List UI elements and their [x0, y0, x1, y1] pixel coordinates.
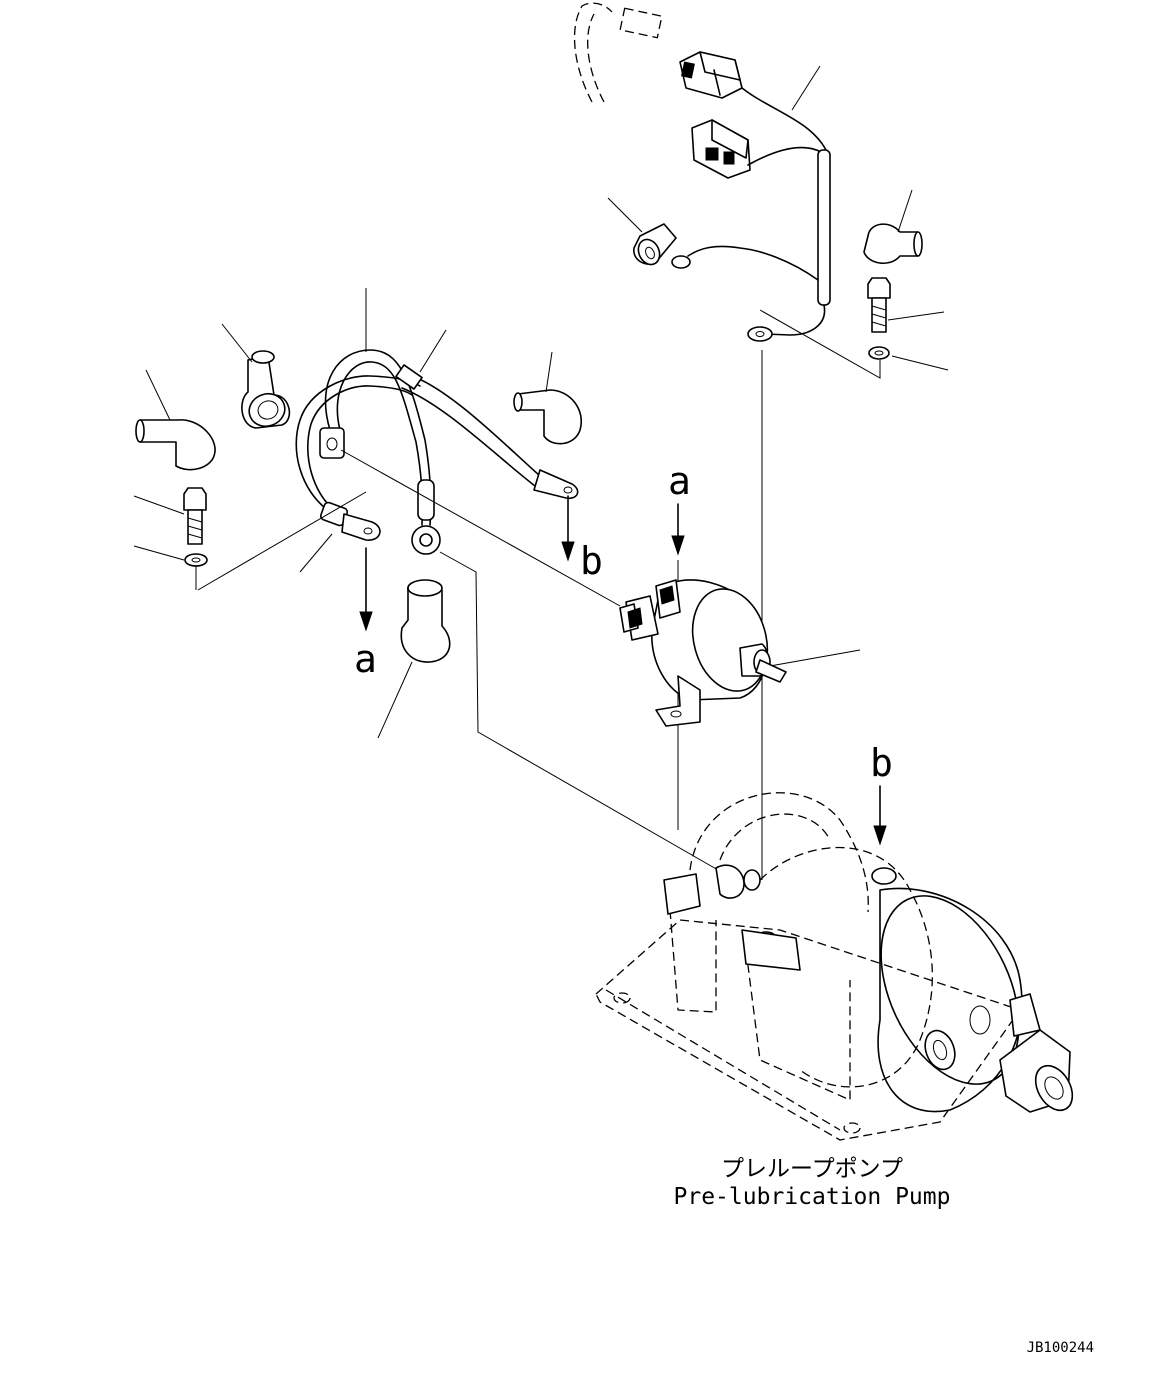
pre-lubrication-pump	[595, 792, 1074, 1141]
view-arrow-a-source: a	[354, 547, 377, 681]
view-arrow-b-source: b	[561, 495, 603, 583]
view-arrow-a-target: a	[668, 459, 691, 556]
terminal-boot-right	[863, 189, 923, 264]
harness-connector-upper	[679, 51, 743, 99]
view-arrow-b-target: b	[870, 741, 893, 846]
battery-cable-assembly	[295, 288, 579, 573]
bolt-left	[133, 487, 207, 545]
view-label-a-source: a	[354, 637, 377, 681]
harness-connector-lower	[691, 119, 751, 179]
bolt-right	[867, 277, 945, 333]
washer-right	[868, 346, 949, 371]
view-label-a-target: a	[668, 459, 691, 503]
magnetic-switch	[619, 579, 787, 727]
pump-caption-japanese: プレループポンプ	[721, 1156, 903, 1182]
terminal-boot-left-cap	[135, 369, 216, 471]
mounting-reference-lines	[195, 309, 881, 880]
terminal-boot-center-cap	[513, 351, 583, 445]
view-label-b-source: b	[580, 539, 603, 583]
terminal-boot-left-upper	[221, 323, 291, 429]
pump-caption-english: Pre-lubrication Pump	[674, 1184, 951, 1210]
existing-harness-dashed	[573, 2, 663, 103]
drawing-code: JB100244	[1027, 1340, 1094, 1356]
washer-left	[133, 545, 208, 567]
terminal-boot-lower	[377, 579, 451, 739]
harness-wire-assembly	[671, 51, 831, 342]
view-label-b-target: b	[870, 741, 893, 785]
terminal-boot-small	[607, 197, 677, 266]
